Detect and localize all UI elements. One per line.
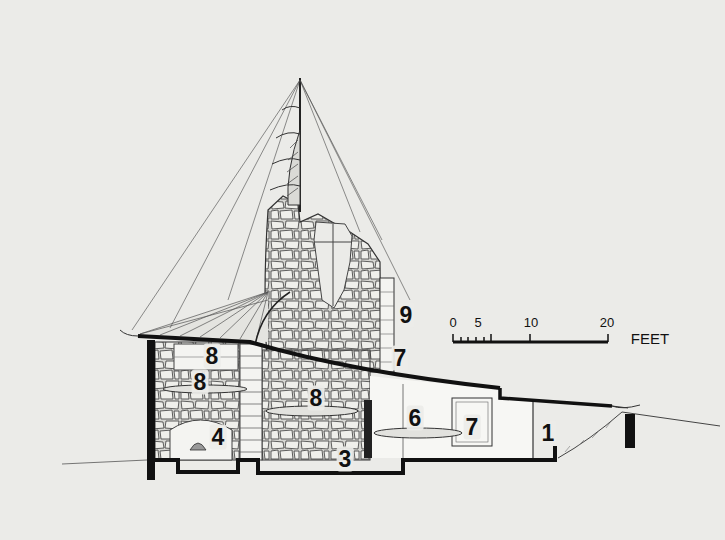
hearth-fire bbox=[190, 443, 206, 450]
scale-label: 0 bbox=[447, 315, 458, 330]
scale-label: 10 bbox=[522, 315, 540, 330]
hill-hatch bbox=[565, 420, 612, 452]
hearth bbox=[170, 420, 232, 460]
rigging bbox=[132, 80, 410, 330]
hill bbox=[558, 412, 720, 458]
callout-number: 4 bbox=[210, 425, 227, 450]
conical-roof bbox=[140, 292, 268, 342]
callout-number: 8 bbox=[308, 386, 325, 411]
roof-eave bbox=[120, 330, 640, 408]
cabinet-inner bbox=[456, 402, 488, 442]
scale-label: 5 bbox=[472, 315, 483, 330]
callout-number: 8 bbox=[192, 370, 209, 395]
stone-tower bbox=[265, 196, 381, 372]
stair-treads bbox=[240, 356, 262, 452]
callout-number: 7 bbox=[464, 415, 481, 440]
callout-number: 3 bbox=[337, 447, 354, 472]
callout-number: 7 bbox=[392, 346, 409, 371]
tower-opening bbox=[314, 222, 352, 308]
pennants bbox=[270, 106, 300, 190]
roof bbox=[500, 388, 612, 406]
scale-unit: FEET bbox=[629, 330, 671, 347]
scale-label: 20 bbox=[598, 315, 616, 330]
sail bbox=[288, 130, 300, 205]
callout-number: 9 bbox=[398, 303, 415, 328]
partition bbox=[403, 384, 404, 458]
sail-battens bbox=[287, 140, 298, 196]
door-opening bbox=[364, 400, 372, 458]
floor-cut bbox=[155, 446, 555, 473]
room-interior bbox=[370, 376, 533, 458]
cabinet bbox=[452, 398, 492, 446]
roof-curve bbox=[255, 292, 290, 345]
roof-ribs bbox=[140, 292, 268, 341]
window-frame bbox=[333, 224, 334, 306]
callout-number: 6 bbox=[407, 406, 424, 431]
retaining-wall bbox=[625, 414, 635, 448]
window-bay bbox=[174, 344, 238, 370]
callout-number: 8 bbox=[204, 344, 221, 369]
stair bbox=[240, 344, 262, 460]
scale-ticks bbox=[453, 334, 608, 342]
wall-cut bbox=[147, 340, 155, 480]
callout-number: 1 bbox=[540, 421, 557, 446]
partition bbox=[532, 401, 533, 458]
stone-wall bbox=[155, 342, 240, 460]
